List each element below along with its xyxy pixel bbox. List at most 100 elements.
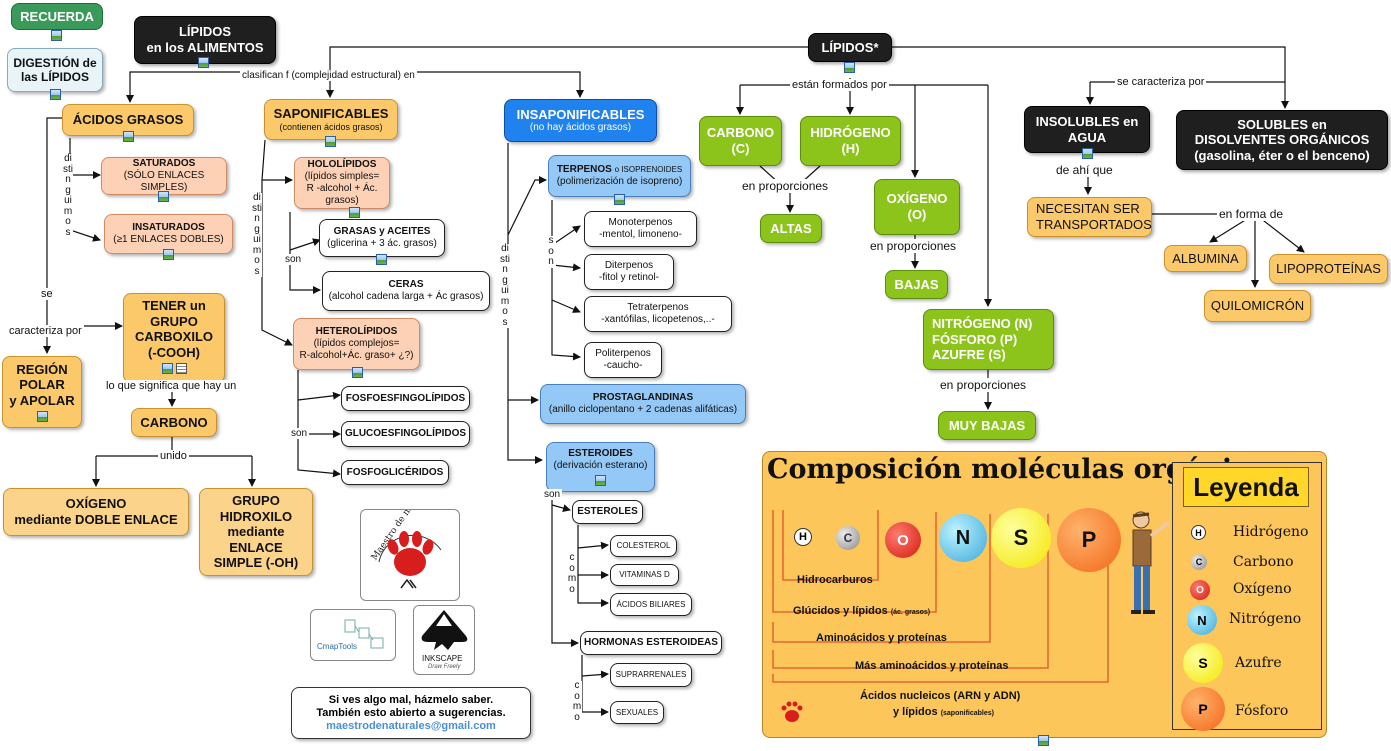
image-icon[interactable] <box>844 59 855 78</box>
link-son-3: son <box>546 235 556 268</box>
saturados-node[interactable]: SATURADOS (SÓLO ENLACES SIMPLES) <box>101 157 227 195</box>
carbono-c-node[interactable]: CARBONO (C) <box>699 116 782 166</box>
document-icon[interactable] <box>175 363 187 375</box>
albumina-node[interactable]: ALBUMINA <box>1164 245 1247 272</box>
fosfoesfingo-node[interactable]: FOSFOESFINGOLÍPIDOS <box>341 386 470 411</box>
region-node[interactable]: REGIÓN POLAR y APOLAR <box>2 356 82 428</box>
image-icon[interactable] <box>595 475 606 486</box>
image-icon[interactable] <box>163 246 174 265</box>
monoterpenos-node[interactable]: Monoterpenos -mentol, limoneno- <box>584 211 697 247</box>
legend-hydrogen: H <box>1191 525 1206 540</box>
fosfoglic-node[interactable]: FOSFOGLICÉRIDOS <box>341 460 449 485</box>
image-icon[interactable] <box>1038 732 1049 751</box>
grupo-hidroxilo-node[interactable]: GRUPO HIDROXILO mediante ENLACE SIMPLE (… <box>199 488 313 576</box>
esteroles-node[interactable]: ESTEROLES <box>572 500 643 524</box>
legend-sulfur: S <box>1183 643 1223 683</box>
image-icon[interactable] <box>1082 145 1093 164</box>
link-distinguimos-3: distinguimos <box>500 243 510 328</box>
image-icon[interactable] <box>198 54 209 73</box>
image-icon[interactable] <box>349 204 360 223</box>
hidrogeno-h-node[interactable]: HIDRÓGENO (H) <box>800 116 901 166</box>
ceras-node[interactable]: CERAS (alcohol cadena larga + Ác grasos) <box>322 271 490 311</box>
tener-grupo-node[interactable]: TENER un GRUPO CARBOXILO (-COOH) <box>123 293 225 383</box>
image-icon[interactable] <box>376 251 387 270</box>
maestro-logo[interactable]: Maestro de naturales <box>360 476 460 601</box>
image-icon[interactable] <box>123 128 134 147</box>
nps-node[interactable]: NITRÓGENO (N) FÓSFORO (P) AZUFRE (S) <box>923 309 1054 370</box>
image-icon[interactable] <box>614 191 625 210</box>
hydrogen-atom: H <box>794 528 812 546</box>
vitaminas-node[interactable]: VITAMINAS D <box>610 564 679 586</box>
hormonas-node[interactable]: HORMONAS ESTEROIDEAS <box>580 631 722 655</box>
carbono-center-node[interactable]: CARBONO <box>131 408 217 437</box>
paw-icon <box>781 701 803 722</box>
suprarrenales-node[interactable]: SUPRARRENALES <box>610 663 692 687</box>
quilomicron-node[interactable]: QUILOMICRÓN <box>1204 290 1311 322</box>
lipidos-alimentos-node[interactable]: LÍPIDOS en los ALIMENTOS <box>134 16 276 64</box>
prostaglandinas-node[interactable]: PROSTAGLANDINAS (anillo ciclopentano + 2… <box>540 384 746 424</box>
terpenos-node[interactable]: TERPENOS o ISOPRENOIDES (polimerización … <box>548 155 691 197</box>
legend-phosphorus: P <box>1181 687 1225 731</box>
tetraterpenos-node[interactable]: Tetraterpenos -xantófilas, licopetenos,.… <box>584 296 732 332</box>
esteroides-node[interactable]: ESTEROIDES (derivación esterano) <box>546 442 655 492</box>
carbon-atom: C <box>836 526 860 550</box>
feedback-message: Si ves algo mal, házmelo saber. También … <box>291 687 531 739</box>
recuerda-button[interactable]: RECUERDA <box>11 3 103 30</box>
inkscape-logo[interactable]: INKSCAPE Draw Freely <box>413 605 475 675</box>
link-son: son <box>283 254 304 265</box>
image-icon[interactable] <box>325 133 336 152</box>
muy-bajas-node[interactable]: MUY BAJAS <box>938 411 1036 440</box>
diterpenos-node[interactable]: Diterpenos -fitol y retinol- <box>584 254 674 290</box>
bajas-node[interactable]: BAJAS <box>885 270 948 299</box>
cmaptools-logo[interactable]: CmapTools <box>310 609 396 661</box>
altas-node[interactable]: ALTAS <box>760 214 822 243</box>
biliares-node[interactable]: ÁCIDOS BILIARES <box>610 593 692 616</box>
row-hidrocarburos: Hidrocarburos <box>797 574 873 586</box>
colesterol-node[interactable]: COLESTEROL <box>610 535 677 557</box>
image-icon[interactable] <box>352 364 363 383</box>
link-significa: lo que significa que hay un <box>104 380 239 392</box>
link-unido: unido <box>158 450 189 462</box>
sexuales-node[interactable]: SEXUALES <box>610 701 664 724</box>
composition-brackets <box>772 510 1109 683</box>
image-icon[interactable] <box>50 86 61 105</box>
oxigeno-o-node[interactable]: OXÍGENO (O) <box>874 179 960 235</box>
image-icon[interactable] <box>51 27 62 46</box>
saponificables-node[interactable]: SAPONIFICABLES (contienen ácidos grasos) <box>264 99 398 140</box>
legend-item: Carbono <box>1233 554 1294 570</box>
heterolipidos-node[interactable]: HETEROLÍPIDOS (lípidos complejos= R-alco… <box>293 318 420 370</box>
necesitan-node[interactable]: NECESITAN SER TRANSPORTADOS <box>1027 197 1152 237</box>
glucoesfingo-node[interactable]: GLUCOESFINGOLÍPIDOS <box>341 421 470 447</box>
lipoproteinas-node[interactable]: LIPOPROTEÍNAS <box>1269 254 1388 284</box>
sulfur-atom: S <box>991 508 1051 568</box>
link-de-ahi: de ahí que <box>1054 163 1115 177</box>
lipidos-main-node[interactable]: LÍPIDOS* <box>808 33 892 62</box>
insolubles-node[interactable]: INSOLUBLES en AGUA <box>1024 106 1150 153</box>
link-distinguimos-2: distinguimos <box>252 192 262 277</box>
image-icon[interactable] <box>158 188 169 207</box>
email-link[interactable]: maestrodenaturales@gmail.com <box>326 720 496 732</box>
politerpenos-node[interactable]: Politerpenos -caucho- <box>584 342 662 378</box>
legend-item: Azufre <box>1235 655 1282 671</box>
legend-oxygen: O <box>1190 580 1210 600</box>
link-proporciones-1: en proporciones <box>740 179 831 193</box>
grasas-node[interactable]: GRASAS y ACEITES (glicerina + 3 ác. gras… <box>319 219 445 257</box>
image-icon[interactable] <box>161 363 173 375</box>
hololipidos-node[interactable]: HOLOLÍPIDOS (lípidos simples= R -alcohol… <box>294 157 390 209</box>
nitrogen-atom: N <box>939 514 987 562</box>
link-formados: están formados por <box>790 79 889 91</box>
link-proporciones-3: en proporciones <box>938 378 1029 392</box>
oxygen-atom: O <box>885 522 921 558</box>
legend-item: Oxígeno <box>1233 581 1292 597</box>
link-se: se <box>39 288 55 300</box>
image-icon[interactable] <box>36 411 48 423</box>
legend-item: Hidrógeno <box>1233 524 1309 540</box>
link-son-2: son <box>289 428 310 439</box>
insaponificables-node[interactable]: INSAPONIFICABLES (no hay ácidos grasos) <box>504 99 657 142</box>
solubles-node[interactable]: SOLUBLES en DISOLVENTES ORGÁNICOS (gasol… <box>1176 110 1388 170</box>
oxigeno-doble-node[interactable]: OXÍGENO mediante DOBLE ENLACE <box>3 488 189 536</box>
link-son-4: son <box>542 489 563 500</box>
legend-item: Nitrógeno <box>1229 611 1302 627</box>
digestion-node[interactable]: DIGESTIÓN de las LÍPIDOS <box>7 48 103 92</box>
inkscape-icon <box>421 610 468 650</box>
